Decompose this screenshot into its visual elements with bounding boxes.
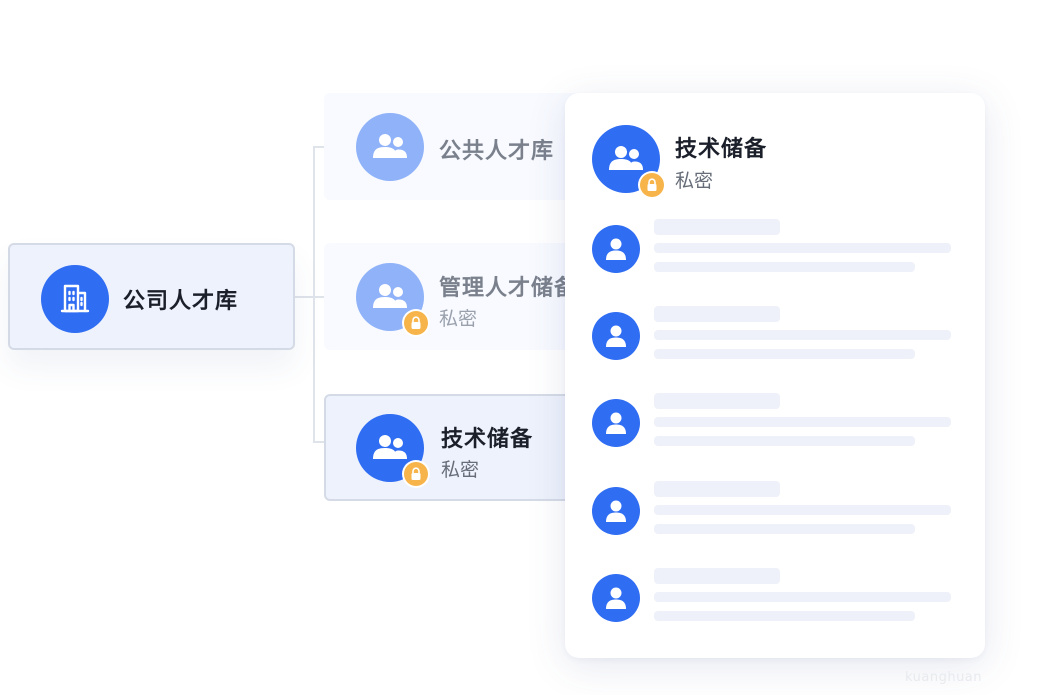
building-icon (60, 284, 90, 313)
skeleton-line (654, 505, 951, 515)
skeleton-line (654, 592, 951, 602)
panel-title: 技术储备 (675, 137, 768, 162)
branch-icon-circle (356, 113, 424, 181)
user-icon (606, 238, 626, 260)
user-icon (606, 325, 626, 347)
connector-branch-2 (313, 296, 324, 298)
branch-subtitle: 私密 (441, 459, 480, 481)
member-list-item[interactable] (592, 481, 962, 541)
panel-icon-circle (592, 125, 666, 199)
skeleton-line (654, 262, 915, 272)
skeleton-line (654, 243, 951, 253)
detail-panel: 技术储备 私密 (565, 93, 985, 658)
branch-title: 管理人才储备 (439, 276, 578, 301)
skeleton-line (654, 436, 915, 446)
connector-vertical (313, 146, 315, 442)
lock-badge (402, 309, 430, 337)
avatar (592, 225, 640, 273)
user-icon (606, 500, 626, 522)
branch-icon-circle (356, 263, 430, 337)
lock-icon (647, 178, 657, 191)
skeleton-name (654, 306, 780, 322)
member-list-item[interactable] (592, 568, 962, 628)
avatar (592, 487, 640, 535)
users-icon (609, 146, 643, 170)
skeleton-line (654, 524, 915, 534)
member-list-item[interactable] (592, 219, 962, 279)
root-node-company-talent-pool[interactable]: 公司人才库 (8, 243, 295, 350)
skeleton-line (654, 330, 951, 340)
branch-title: 公共人才库 (439, 139, 555, 164)
skeleton-name (654, 393, 780, 409)
lock-badge (402, 460, 430, 488)
skeleton-name (654, 481, 780, 497)
skeleton-name (654, 219, 780, 235)
avatar (592, 574, 640, 622)
watermark: kuanghuan (905, 670, 983, 685)
branch-title: 技术储备 (441, 427, 534, 452)
users-icon (373, 435, 407, 459)
panel-subtitle: 私密 (675, 170, 714, 192)
avatar (592, 312, 640, 360)
skeleton-name (654, 568, 780, 584)
user-icon (606, 587, 626, 609)
member-list-item[interactable] (592, 393, 962, 453)
member-list-item[interactable] (592, 306, 962, 366)
lock-icon (411, 467, 421, 480)
connector-branch-3 (313, 441, 324, 443)
branch-subtitle: 私密 (439, 308, 478, 330)
branch-icon-circle (356, 414, 430, 488)
root-icon-circle (41, 265, 109, 333)
connector-branch-1 (313, 146, 324, 148)
skeleton-line (654, 417, 951, 427)
root-label: 公司人才库 (123, 289, 239, 314)
lock-icon (411, 316, 421, 329)
lock-badge (638, 171, 666, 199)
skeleton-line (654, 611, 915, 621)
connector-root-horizontal (295, 296, 314, 298)
user-icon (606, 412, 626, 434)
skeleton-line (654, 349, 915, 359)
avatar (592, 399, 640, 447)
users-icon (373, 134, 407, 158)
users-icon (373, 284, 407, 308)
